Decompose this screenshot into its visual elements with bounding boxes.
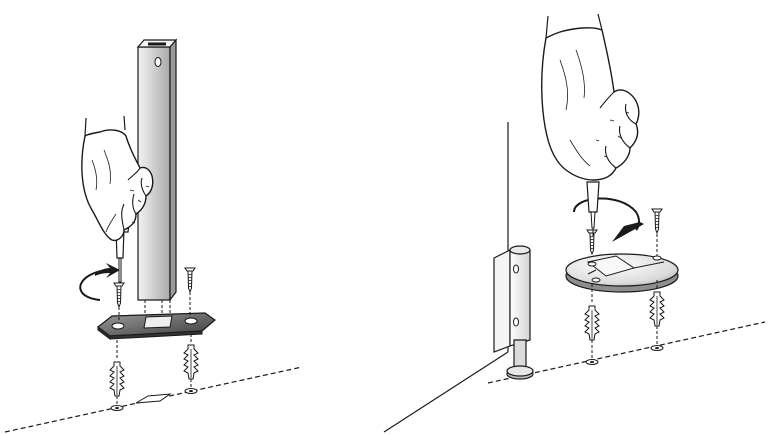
round-base-plate-icon <box>566 254 678 292</box>
mounting-plate-icon <box>98 313 215 339</box>
floor-slot <box>136 394 170 403</box>
rotation-arrow-icon <box>80 263 120 300</box>
rotation-arrow-icon <box>574 198 644 242</box>
hinge-icon <box>494 246 533 379</box>
left-panel <box>5 40 302 432</box>
right-panel <box>384 14 765 432</box>
diagonal-floor-edge <box>384 352 508 432</box>
wall-plug-icon <box>585 280 664 365</box>
